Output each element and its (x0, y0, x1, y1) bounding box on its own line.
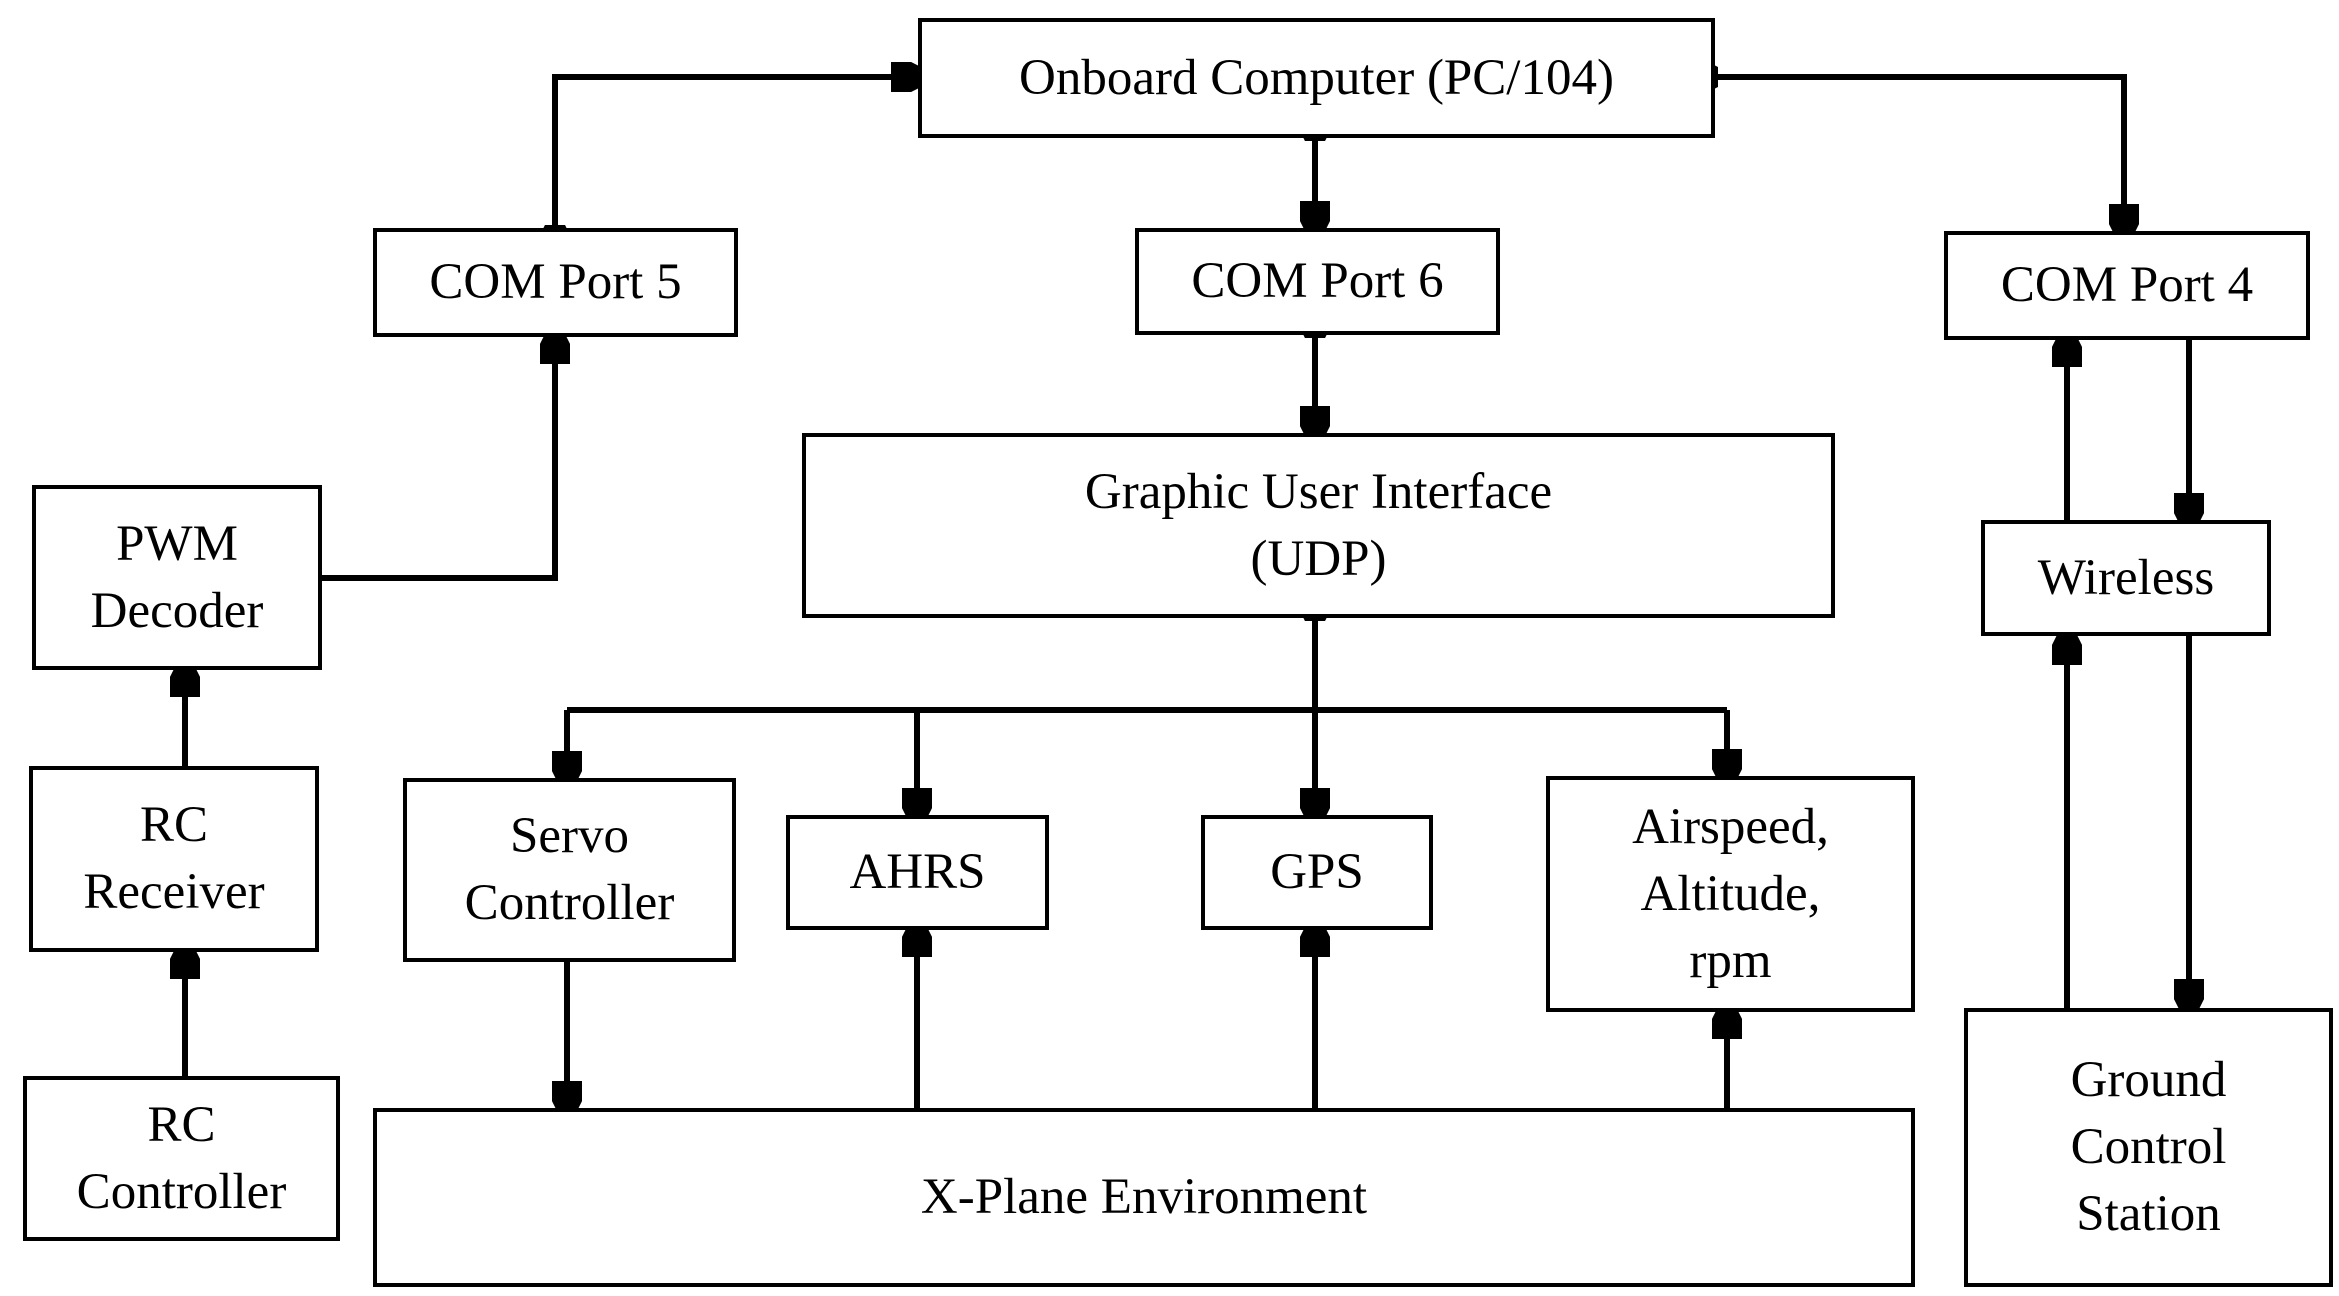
gps-box: GPS (1201, 815, 1433, 930)
link-pwm-com5 (322, 337, 555, 581)
rc-controller-label: RC Controller (76, 1096, 287, 1220)
com-port-6-box: COM Port 6 (1135, 228, 1500, 335)
gui-label: Graphic User Interface (UDP) (1084, 463, 1553, 587)
xplane-environment-box: X-Plane Environment (373, 1108, 1915, 1287)
onboard-computer-box: Onboard Computer (PC/104) (918, 18, 1715, 138)
com-port-6-label: COM Port 6 (1191, 253, 1444, 309)
link-onboard-com4 (1715, 77, 2124, 231)
onboard-computer-label: Onboard Computer (PC/104) (1019, 49, 1614, 106)
servo-controller-box: Servo Controller (403, 778, 736, 962)
xplane-environment-label: X-Plane Environment (920, 1169, 1368, 1225)
rc-controller-box: RC Controller (23, 1076, 340, 1241)
com-port-4-box: COM Port 4 (1944, 231, 2310, 340)
ground-control-station-label: Ground Control Station (2070, 1052, 2227, 1242)
pwm-decoder-box: PWM Decoder (32, 485, 322, 670)
wireless-label: Wireless (2037, 549, 2215, 606)
ground-control-station-box: Ground Control Station (1964, 1008, 2333, 1287)
com-port-5-box: COM Port 5 (373, 228, 738, 337)
gui-box: Graphic User Interface (UDP) (802, 433, 1835, 618)
link-onboard-com5 (555, 77, 918, 228)
rc-receiver-box: RC Receiver (29, 766, 319, 952)
rc-receiver-label: RC Receiver (83, 797, 265, 920)
airspeed-altitude-rpm-box: Airspeed, Altitude, rpm (1546, 776, 1915, 1012)
pwm-decoder-label: PWM Decoder (90, 515, 264, 639)
com-port-5-label: COM Port 5 (429, 254, 682, 310)
wireless-box: Wireless (1981, 520, 2271, 636)
com-port-4-label: COM Port 4 (2000, 257, 2254, 313)
gps-label: GPS (1270, 844, 1364, 900)
airspeed-altitude-rpm-label: Airspeed, Altitude, rpm (1632, 798, 1829, 989)
servo-controller-label: Servo Controller (464, 808, 675, 931)
ahrs-box: AHRS (786, 815, 1049, 930)
ahrs-label: AHRS (849, 844, 986, 900)
